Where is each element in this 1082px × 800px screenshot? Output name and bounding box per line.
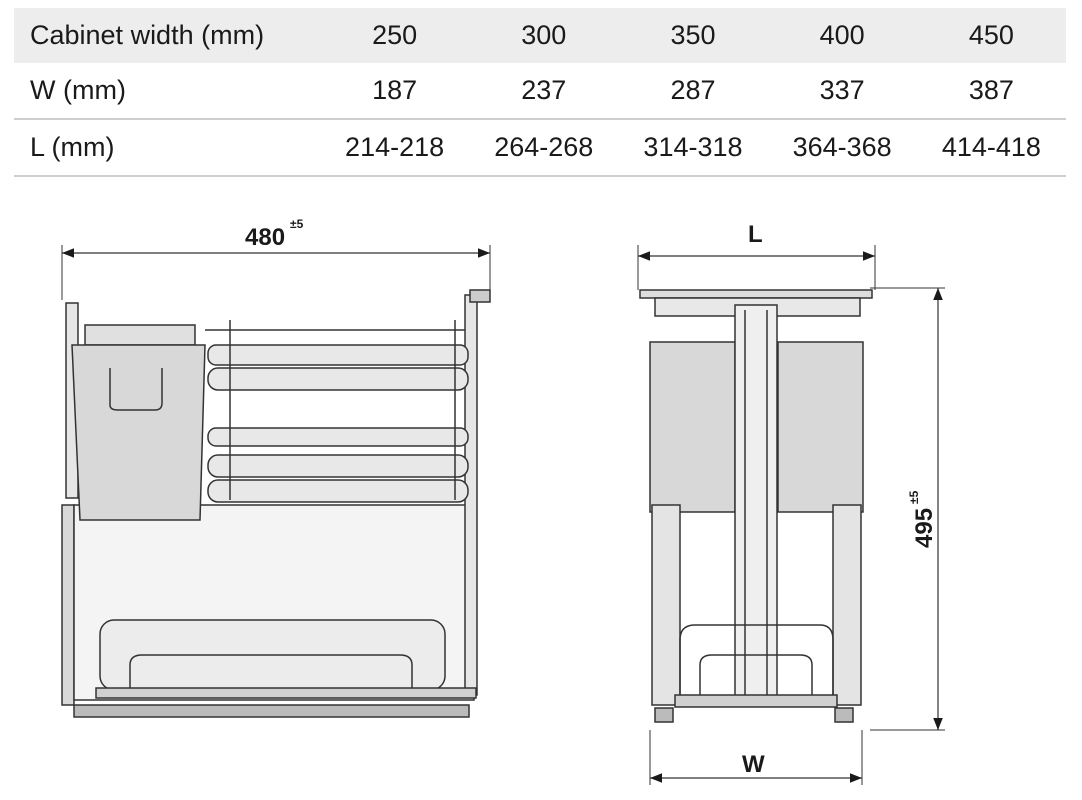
cell: 287 xyxy=(618,63,768,120)
svg-text:L: L xyxy=(748,221,763,248)
svg-text:±5: ±5 xyxy=(907,490,921,504)
depth-label: 480 ±5 xyxy=(245,217,304,251)
cell: 250 xyxy=(320,8,470,63)
cell: 300 xyxy=(469,8,619,63)
cell: 214-218 xyxy=(320,119,470,177)
front-view-labels: L W 495 ±5 xyxy=(742,221,938,778)
table-row-w: W (mm) 187 237 287 337 387 xyxy=(14,63,1066,120)
cell: 187 xyxy=(320,63,470,120)
svg-text:W: W xyxy=(742,751,765,778)
cell: 264-268 xyxy=(469,119,619,177)
cell: 337 xyxy=(767,63,917,120)
row-label: Cabinet width (mm) xyxy=(14,8,320,63)
cell: 350 xyxy=(618,8,768,63)
front-view-drawing xyxy=(637,245,945,785)
dimensions-table: Cabinet width (mm) 250 300 350 400 450 W… xyxy=(14,8,1066,177)
table-row-l: L (mm) 214-218 264-268 314-318 364-368 4… xyxy=(14,119,1066,177)
side-view-drawing xyxy=(61,245,491,718)
cell: 387 xyxy=(916,63,1066,120)
row-label: W (mm) xyxy=(14,63,320,120)
svg-text:495: 495 xyxy=(911,508,938,548)
cell: 414-418 xyxy=(916,119,1066,177)
table-row-cabinet-width: Cabinet width (mm) 250 300 350 400 450 xyxy=(14,8,1066,63)
row-label: L (mm) xyxy=(14,119,320,177)
cell: 314-318 xyxy=(618,119,768,177)
cell: 364-368 xyxy=(767,119,917,177)
svg-text:±5: ±5 xyxy=(290,217,304,231)
cell: 237 xyxy=(469,63,619,120)
cell: 400 xyxy=(767,8,917,63)
svg-text:480: 480 xyxy=(245,224,285,251)
cell: 450 xyxy=(916,8,1066,63)
